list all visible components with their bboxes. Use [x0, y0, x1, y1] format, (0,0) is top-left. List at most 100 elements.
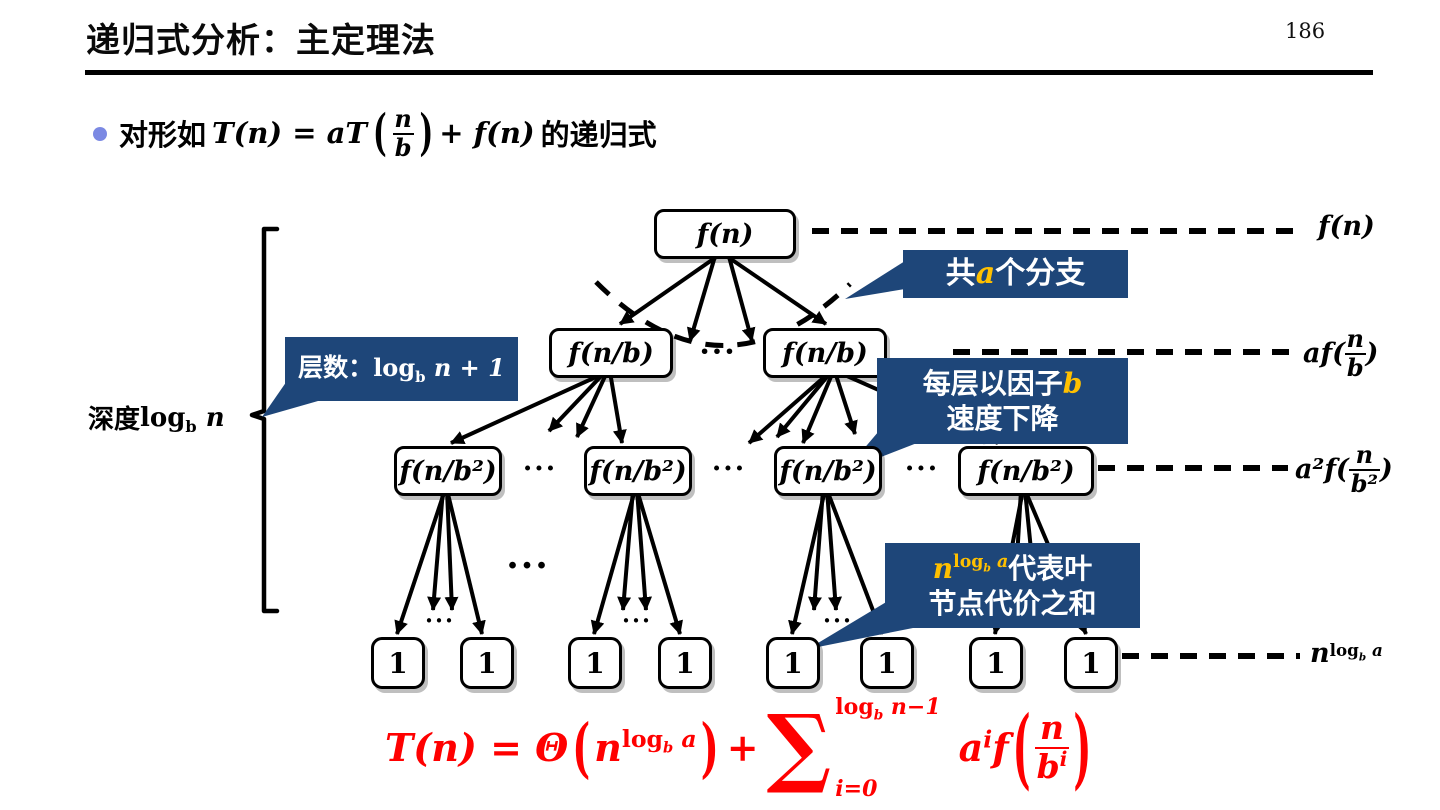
formula-theta-arg: nlogb a	[594, 725, 696, 770]
formula-term: aif	[959, 725, 1009, 770]
bullet-fraction: n b	[392, 104, 414, 162]
subtree-ellipsis: ···	[506, 545, 550, 587]
leaves-em-base: n	[932, 551, 954, 585]
leaves-line1: nlogb a代表叶	[933, 551, 1093, 586]
dashed-guide-lines	[812, 228, 1302, 659]
master-theorem-formula: T(n) = Θ ( nlogb a ) + ∑ logb n−1 i=0 ai…	[385, 690, 1091, 805]
cost4-sup-b: b	[1358, 651, 1367, 664]
branches-pre: 共	[945, 257, 976, 291]
tree-node-l3-1: f(n/b²)	[394, 446, 502, 496]
cost2-close: )	[1365, 337, 1379, 369]
branches-callout-text: 共a个分支	[946, 255, 1085, 293]
formula-top-b: b	[873, 706, 884, 723]
branches-callout: 共a个分支	[903, 250, 1128, 298]
leaves-em: nlogb a	[933, 552, 1009, 585]
formula-coef-base: a	[958, 725, 984, 770]
tree-node-l2-right: f(n/b)	[763, 328, 887, 378]
formula-top-rest: n−1	[883, 693, 941, 720]
bullet-math-left: T(n) = aT	[212, 116, 367, 150]
leaf-node: 1	[766, 637, 820, 689]
formula-sup-b: b	[663, 740, 674, 758]
bullet-pre: 对形如	[119, 120, 207, 152]
cost3-den: b²	[1348, 468, 1381, 498]
depth-sub: b	[185, 416, 197, 436]
page-title: 递归式分析：主定理法	[86, 22, 436, 60]
leaves-line1-post: 代表叶	[1008, 552, 1093, 584]
leaf-node: 1	[969, 637, 1023, 689]
levels-callout: 层数：logb n + 1	[285, 337, 518, 401]
formula-fraction: n bi	[1034, 707, 1070, 786]
formula-top-log: log	[835, 693, 874, 720]
cost3-coef: a²f(	[1295, 453, 1349, 485]
formula-lparen2: (	[1012, 694, 1031, 799]
bullet-frac-den: b	[392, 132, 414, 162]
leaf-node: 1	[658, 637, 712, 689]
depth-pre: 深度	[88, 404, 141, 434]
bullet-lparen: (	[372, 103, 387, 162]
tree-node-l3-4: f(n/b²)	[958, 446, 1094, 496]
formula-frac-num: n	[1040, 707, 1064, 747]
cost4-base: n	[1310, 638, 1330, 669]
formula-sup-a: a	[673, 725, 697, 754]
branches-callout-tail	[845, 261, 905, 299]
level3-ellipsis: ···	[904, 453, 940, 485]
leaf-ellipsis: ···	[822, 607, 854, 635]
formula-upper-limit: logb n−1	[835, 693, 941, 723]
formula-sigma-limits: logb n−1 i=0	[835, 692, 940, 804]
levels-sub: b	[415, 368, 426, 387]
leaf-ellipsis: ···	[621, 607, 653, 635]
depth-log: log	[140, 402, 186, 433]
cost4-sup-a: a	[1366, 639, 1383, 660]
formula-frac-den-base: b	[1036, 747, 1060, 786]
branch-count-arc	[594, 280, 852, 348]
formula-lhs: T(n) = Θ	[385, 725, 569, 770]
cost-label-root: f(n)	[1318, 211, 1375, 242]
formula-sup-log: log	[621, 725, 664, 754]
leaves-line2: 节点代价之和	[928, 587, 1097, 619]
tree-node-l3-2: f(n/b²)	[584, 446, 692, 496]
leaf-node: 1	[860, 637, 914, 689]
levels-post: n + 1	[425, 353, 505, 383]
bullet-line: 对形如 T(n) = aT ( n b ) + f(n) 的递归式	[119, 97, 657, 169]
bullet-math-right: + f(n)	[439, 116, 535, 150]
leaves-callout: nlogb a代表叶 节点代价之和	[885, 543, 1140, 628]
leaf-node: 1	[371, 637, 425, 689]
leaves-sup-log: log	[953, 552, 984, 573]
formula-rparen2: )	[1073, 694, 1092, 799]
formula-frac-den: bi	[1034, 747, 1070, 786]
levels-log: log	[373, 353, 416, 383]
leaf-node: 1	[1064, 637, 1118, 689]
formula-func: f	[992, 725, 1009, 770]
formula-sigma: ∑	[766, 696, 832, 798]
formula-frac-den-sup: i	[1059, 747, 1068, 771]
depth-post: n	[196, 402, 225, 433]
leaves-sup-b: b	[983, 561, 991, 575]
formula-arg-base: n	[594, 725, 622, 770]
tree-node-l3-3: f(n/b²)	[774, 446, 882, 496]
factor-pre: 每层以因子	[922, 368, 1063, 399]
cost3-close: )	[1380, 453, 1393, 485]
level3-ellipsis: ···	[522, 453, 558, 485]
factor-line1: 每层以因子b	[923, 366, 1083, 401]
levels-callout-text: 层数：logb n + 1	[298, 353, 505, 384]
bullet-frac-num: n	[394, 104, 412, 134]
title-underline	[85, 70, 1373, 75]
formula-plus: +	[726, 725, 759, 770]
factor-em: b	[1062, 367, 1083, 400]
page-number: 186	[1285, 19, 1326, 43]
cost2-coef: af(	[1303, 337, 1345, 369]
bullet-rparen: )	[419, 103, 434, 162]
level3-ellipsis: ···	[711, 453, 747, 485]
factor-callout: 每层以因子b 速度下降	[877, 358, 1128, 444]
bullet-dot	[93, 127, 107, 141]
formula-coef-sup: i	[983, 725, 993, 754]
cost2-num: n	[1346, 324, 1364, 354]
levels-pre: 层数：	[298, 354, 374, 383]
formula-rparen: )	[700, 708, 719, 785]
formula-lower-limit: i=0	[835, 775, 878, 802]
